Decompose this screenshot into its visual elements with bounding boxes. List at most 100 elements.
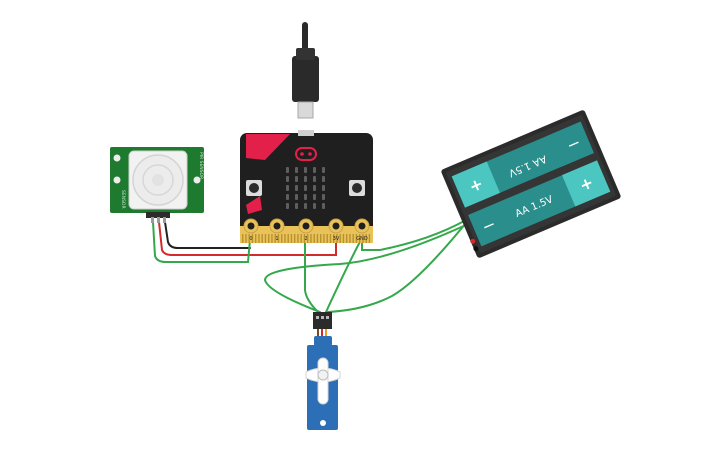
- edge-tooth: [294, 234, 296, 243]
- pin-pad-hole: [358, 222, 366, 230]
- battery-pack[interactable]: + − AA 1.5V − + AA 1.5V: [440, 109, 622, 259]
- wires: [152, 217, 471, 313]
- edge-tooth: [320, 234, 322, 243]
- pin-label: 2: [304, 236, 307, 242]
- edge-tooth: [323, 234, 325, 243]
- pir-side-text-right: PIR SENSOR: [198, 152, 204, 179]
- button-b[interactable]: [349, 180, 365, 196]
- microbit-accent-left: [246, 134, 290, 160]
- edge-tooth: [268, 234, 270, 243]
- edge-tooth: [339, 234, 341, 243]
- pin-label: 1: [275, 236, 278, 242]
- pir-side-text-left: SENSOR: [120, 190, 126, 209]
- battery-cell-1-plus-cap: [451, 161, 500, 208]
- edge-tooth: [326, 234, 328, 243]
- wire-servo-power[interactable]: [263, 223, 469, 313]
- edge-tooth: [300, 234, 302, 243]
- usb-plug-body: [292, 56, 319, 102]
- led-matrix: [286, 167, 325, 209]
- pir-sensor[interactable]: SENSOR PIR SENSOR: [110, 147, 204, 223]
- edge-tooth: [271, 234, 273, 243]
- led-r3-c4: [322, 194, 325, 200]
- button-a-cap: [249, 183, 259, 193]
- edge-tooth: [307, 234, 309, 243]
- microbit-logo: [295, 147, 317, 161]
- microbit-board[interactable]: 0 1 2 3V GND: [240, 130, 373, 243]
- edge-tooth: [346, 234, 348, 243]
- microbit-logo-eye-left: [300, 152, 304, 156]
- wire-servo-ground-2[interactable]: [325, 237, 363, 313]
- wire-servo-ground[interactable]: [327, 217, 471, 313]
- battery-terminal-red: [470, 238, 476, 244]
- edge-tooth: [287, 234, 289, 243]
- edge-tooth: [251, 234, 254, 243]
- pin-pad-hole: [247, 222, 255, 230]
- servo-connector: [313, 312, 332, 329]
- pin-pad-hole: [332, 222, 340, 230]
- microbit-usb-port: [298, 130, 314, 136]
- edge-tooth: [245, 234, 247, 243]
- pin-pad-0[interactable]: 0: [243, 218, 259, 242]
- edge-tooth: [248, 234, 250, 243]
- pir-pin-2: [157, 217, 160, 223]
- led-r1-c4: [322, 176, 325, 182]
- led-r1-c0: [286, 176, 289, 182]
- led-r1-c2: [304, 176, 307, 182]
- pin-pad-hole: [273, 222, 281, 230]
- led-r3-c3: [313, 194, 316, 200]
- pin-pad-1[interactable]: 1: [269, 218, 285, 242]
- wire-pir-gnd[interactable]: [164, 221, 251, 249]
- microbit-logo-eye-right: [308, 152, 312, 156]
- wire-pir-vcc[interactable]: [158, 221, 337, 256]
- led-r1-c1: [295, 176, 298, 182]
- pir-lens-center: [152, 174, 164, 186]
- edge-tooth: [281, 234, 283, 243]
- servo-motor[interactable]: [305, 312, 341, 430]
- pir-lens-facet: [142, 164, 174, 196]
- led-r4-c3: [313, 203, 316, 209]
- edge-tooth: [261, 234, 263, 243]
- led-r2-c0: [286, 185, 289, 191]
- edge-tooth: [352, 234, 354, 243]
- edge-tooth: [365, 234, 367, 243]
- led-r4-c4: [322, 203, 325, 209]
- pin-pads: 0 1 2 3V GND: [243, 218, 370, 242]
- edge-tooth: [274, 234, 276, 243]
- servo-horn-hub: [317, 369, 329, 381]
- servo-mount-hole: [320, 420, 326, 426]
- battery-cell-2: − + AA 1.5V: [468, 160, 611, 247]
- battery-cell-1-minus-cap: [547, 121, 594, 168]
- usb-plug-tip: [297, 101, 314, 119]
- pir-pin-1: [151, 217, 154, 223]
- pin-label: 3V: [333, 236, 340, 242]
- led-r0-c0: [286, 167, 289, 173]
- edge-tooth: [242, 234, 244, 243]
- led-r2-c3: [313, 185, 316, 191]
- pir-pot-right: [113, 176, 121, 184]
- button-b-cap: [352, 183, 362, 193]
- wire-pir-out[interactable]: [152, 221, 251, 263]
- led-r3-c1: [295, 194, 298, 200]
- edge-tooth: [310, 234, 312, 243]
- wire-battery-to-microbit[interactable]: [361, 219, 467, 251]
- edge-tooth: [303, 234, 306, 243]
- edge-tooth: [329, 234, 332, 243]
- usb-cable[interactable]: [292, 22, 319, 119]
- edge-tooth: [333, 234, 335, 243]
- battery-cell-1: + − AA 1.5V: [451, 121, 594, 208]
- pin-pad-2[interactable]: 2: [298, 218, 314, 242]
- edge-tooth: [264, 234, 267, 243]
- pir-pin-3: [163, 217, 166, 223]
- button-a[interactable]: [246, 180, 262, 196]
- led-r2-c1: [295, 185, 298, 191]
- led-r4-c0: [286, 203, 289, 209]
- edge-tooth: [342, 234, 345, 243]
- servo-connector-pin-1: [316, 316, 319, 319]
- pin-pad-gnd[interactable]: GND: [354, 218, 370, 242]
- edge-tooth: [368, 234, 371, 243]
- wire-servo-signal[interactable]: [304, 239, 319, 313]
- led-r2-c2: [304, 185, 307, 191]
- edge-tooth: [349, 234, 351, 243]
- pin-pad-3v[interactable]: 3V: [328, 218, 344, 242]
